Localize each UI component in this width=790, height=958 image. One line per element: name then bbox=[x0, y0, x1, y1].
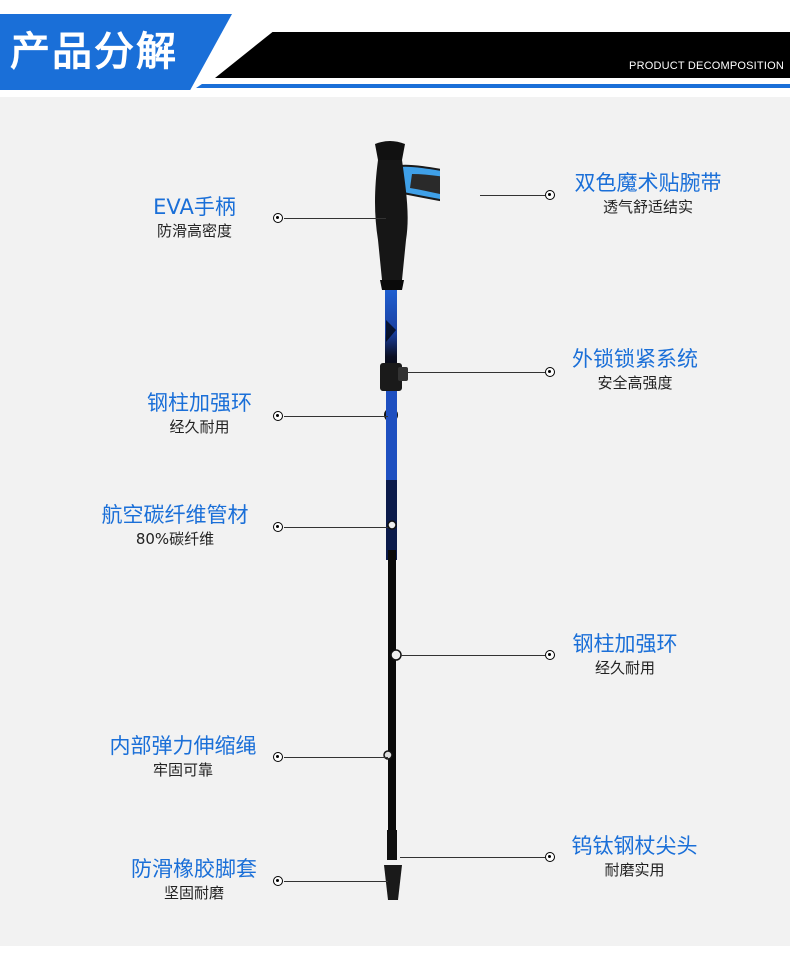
callout-line bbox=[284, 218, 386, 219]
callout-dot bbox=[273, 876, 283, 886]
callout-line bbox=[480, 195, 545, 196]
part-name: 双色魔术贴腕带 bbox=[574, 171, 722, 195]
part-name: 钨钛钢杖尖头 bbox=[571, 834, 698, 858]
trekking-pole-image bbox=[375, 141, 440, 900]
rubber-foot-shape bbox=[384, 865, 402, 900]
part-name: EVA手柄 bbox=[153, 195, 236, 219]
grip-cap-shape bbox=[375, 141, 405, 160]
callout-line bbox=[284, 527, 388, 528]
page-title: 产品分解 bbox=[10, 29, 178, 75]
label-eva-grip: EVA手柄 防滑高密度 bbox=[112, 194, 277, 242]
label-elastic-cord: 内部弹力伸缩绳 牢固可靠 bbox=[88, 733, 278, 781]
upper-shaft bbox=[385, 290, 397, 385]
part-desc: 防滑高密度 bbox=[156, 222, 232, 240]
part-desc: 坚固耐磨 bbox=[163, 884, 224, 902]
callout-line bbox=[400, 857, 545, 858]
callout-dot bbox=[273, 752, 283, 762]
lower-shaft bbox=[388, 550, 396, 840]
callout-line bbox=[284, 416, 388, 417]
part-name: 钢柱加强环 bbox=[147, 391, 252, 415]
bottom-strip bbox=[0, 946, 790, 958]
label-outer-lock: 外锁锁紧系统 安全高强度 bbox=[555, 346, 715, 394]
header-blue-line bbox=[196, 84, 790, 88]
part-desc: 耐磨实用 bbox=[604, 861, 665, 879]
part-desc: 经久耐用 bbox=[169, 418, 230, 436]
label-steel-ring-left: 钢柱加强环 经久耐用 bbox=[117, 390, 282, 438]
callout-dot bbox=[545, 650, 555, 660]
grip-shape bbox=[375, 160, 408, 280]
callout-line bbox=[405, 372, 545, 373]
lock-clamp bbox=[380, 363, 402, 391]
callout-line bbox=[284, 757, 388, 758]
label-rubber-foot: 防滑橡胶脚套 坚固耐磨 bbox=[108, 856, 280, 904]
part-desc: 安全高强度 bbox=[597, 374, 673, 392]
part-desc: 经久耐用 bbox=[594, 659, 655, 677]
callout-dot bbox=[273, 213, 283, 223]
callout-dot bbox=[273, 411, 283, 421]
header-banner: 产品分解 PRODUCT DECOMPOSITION bbox=[0, 0, 790, 97]
label-carbon-tube: 航空碳纤维管材 80%碳纤维 bbox=[80, 502, 270, 550]
label-tungsten-tip: 钨钛钢杖尖头 耐磨实用 bbox=[552, 833, 717, 881]
callout-dot bbox=[273, 522, 283, 532]
part-name: 航空碳纤维管材 bbox=[101, 503, 249, 527]
callout-line bbox=[284, 881, 388, 882]
part-desc: 透气舒适结实 bbox=[602, 198, 693, 216]
label-steel-ring-right: 钢柱加强环 经久耐用 bbox=[545, 631, 705, 679]
part-name: 钢柱加强环 bbox=[572, 632, 678, 656]
header-blue-block bbox=[0, 14, 232, 90]
page-subtitle: PRODUCT DECOMPOSITION bbox=[629, 60, 784, 72]
part-desc: 牢固可靠 bbox=[152, 761, 213, 779]
callout-dot bbox=[545, 852, 555, 862]
callout-line bbox=[400, 655, 545, 656]
part-name: 外锁锁紧系统 bbox=[572, 347, 698, 371]
callout-dot bbox=[545, 190, 555, 200]
header-black-bar bbox=[215, 32, 790, 78]
part-desc: 80%碳纤维 bbox=[135, 530, 215, 548]
label-wrist-strap: 双色魔术贴腕带 透气舒适结实 bbox=[558, 170, 738, 218]
callout-dot bbox=[545, 367, 555, 377]
part-name: 防滑橡胶脚套 bbox=[131, 857, 257, 881]
part-name: 内部弹力伸缩绳 bbox=[109, 734, 257, 758]
